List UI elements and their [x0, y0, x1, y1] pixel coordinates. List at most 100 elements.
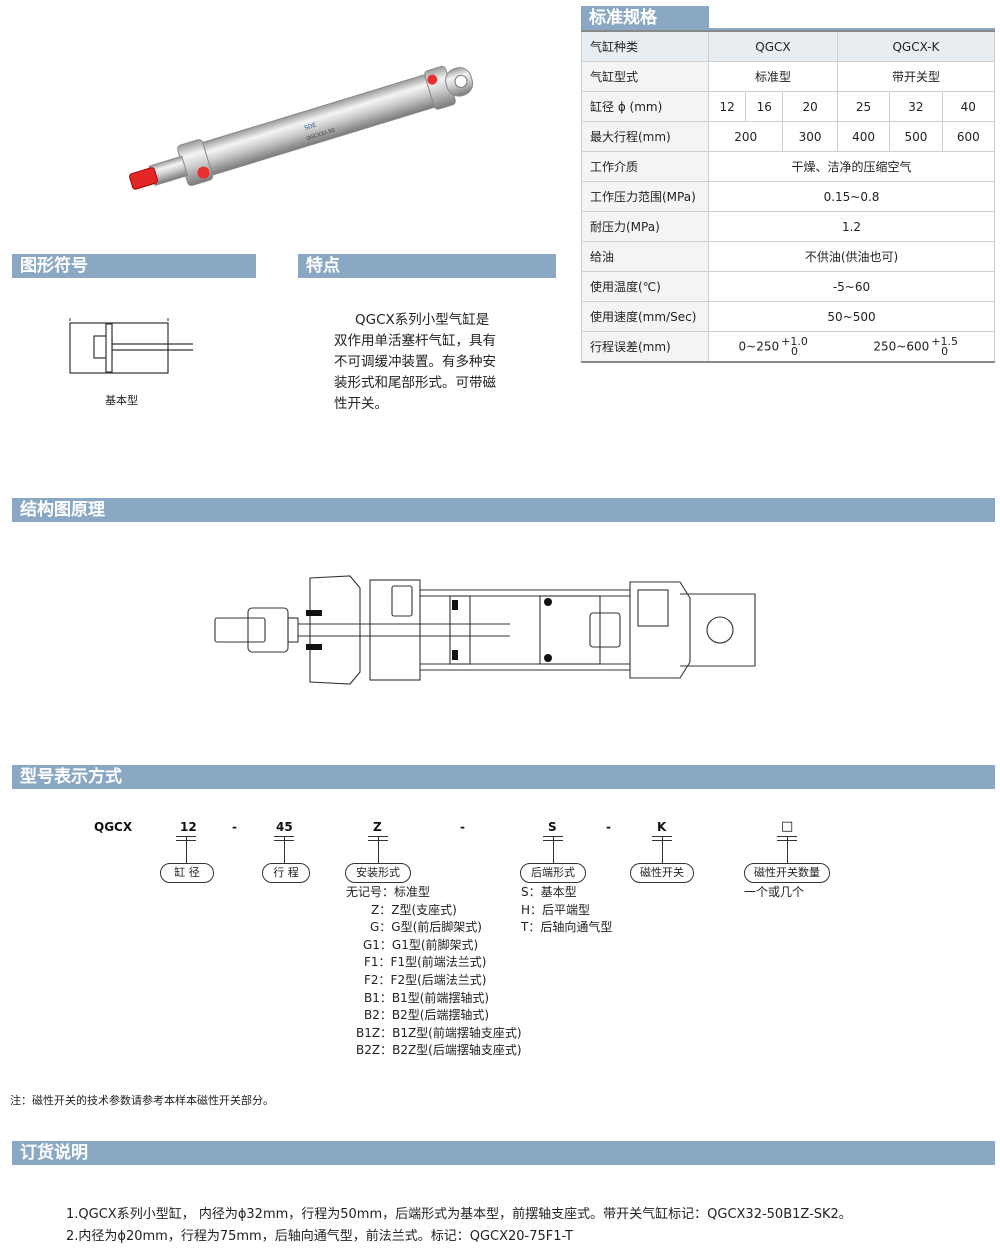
section-header-order: 订货说明 [12, 1141, 995, 1165]
error-range: 250~600 [873, 339, 930, 353]
code-rear: S [548, 820, 557, 834]
mount-option: G1：G1型(前脚架式) [363, 937, 479, 952]
mount-option: 无记号：标准型 [346, 885, 431, 899]
order-line: 2.内径为ϕ20mm，行程为75mm，后轴向通气型，前法兰式。标记：QGCX20… [66, 1229, 573, 1244]
code-switch: K [657, 820, 667, 834]
spec-row-bore: 缸径 ϕ (mm) 12 16 20 25 32 40 [581, 91, 996, 122]
spec-row-pressure: 工作压力范围(MPa) 0.15~0.8 [581, 181, 995, 212]
mount-option: F2：F2型(后端法兰式) [364, 972, 487, 987]
section-title: 标准规格 [589, 8, 657, 28]
section-header-line [581, 28, 995, 30]
mount-option: G：G型(前后脚架式) [370, 920, 482, 935]
code-connector [662, 836, 663, 864]
switch-note: 注：磁性开关的技术参数请参考本样本磁性开关部分。 [10, 1094, 274, 1107]
rear-option: S：基本型 [521, 885, 577, 899]
section-header-spec: 标准规格 [581, 6, 709, 30]
mount-option: B1Z：B1Z型(前端摆轴支座式) [356, 1025, 522, 1040]
cell-stroke: 400 [836, 121, 891, 152]
order-instructions: 1.QGCX系列小型缸， 内径为ϕ32mm，行程为50mm，后端形式为基本型，前… [66, 1204, 852, 1248]
cell-bore: 40 [941, 91, 996, 122]
cell-label: 给油 [581, 241, 709, 272]
label-stroke: 行 程 [262, 863, 310, 883]
rear-option: T：后轴向通气型 [521, 920, 613, 935]
section-title: 特点 [306, 256, 340, 276]
code-connector [553, 836, 554, 864]
section-header-symbol: 图形符号 [12, 254, 256, 278]
code-prefix: QGCX [94, 820, 133, 834]
cell-bore: 32 [889, 91, 943, 122]
features-line: QGCX系列小型气缸是 [355, 312, 490, 328]
code-connector [186, 836, 187, 864]
section-title: 结构图原理 [20, 500, 105, 520]
cell-value: 0.15~0.8 [708, 181, 995, 212]
cell-value: 不供油(供油也可) [708, 241, 995, 272]
section-header-structure: 结构图原理 [12, 498, 995, 522]
spec-row-proof: 耐压力(MPa) 1.2 [581, 211, 995, 242]
symbol-caption: 基本型 [105, 394, 138, 407]
cell-stroke: 200 [707, 121, 784, 152]
code-dash: - [606, 820, 611, 834]
cell-value: 1.2 [708, 211, 995, 242]
cell-label: 缸径 ϕ (mm) [581, 91, 709, 122]
cell-label: 气缸种类 [581, 30, 709, 62]
tol-up: +1.0 [781, 334, 808, 348]
cell-bore: 16 [745, 91, 784, 122]
order-line: 1.QGCX系列小型缸， 内径为ϕ32mm，行程为50mm，后端形式为基本型，前… [66, 1207, 852, 1222]
label-rear: 后端形式 [520, 863, 586, 883]
section-header-model: 型号表示方式 [12, 765, 995, 789]
rear-option: H：后平端型 [521, 902, 591, 917]
spec-table: 气缸种类 QGCX QGCX-K 气缸型式 标准型 带开关型 缸径 ϕ (mm)… [581, 30, 996, 363]
code-stroke: 45 [276, 820, 293, 834]
spec-row-type: 气缸种类 QGCX QGCX-K [581, 30, 996, 62]
cell-type-b: QGCX-K [836, 30, 996, 62]
mount-option: F1：F1型(前端法兰式) [364, 955, 487, 970]
mount-option: B2Z：B2Z型(后端摆轴支座式) [356, 1043, 522, 1058]
cell-label: 使用速度(mm/Sec) [581, 301, 709, 332]
rear-options: S：基本型 H：后平端型 T：后轴向通气型 [521, 884, 612, 937]
cell-stroke: 300 [782, 121, 838, 152]
mount-option: Z：Z型(支座式) [371, 902, 457, 917]
features-line: 性开关。 [334, 396, 388, 412]
code-mount: Z [373, 820, 382, 834]
features-text: QGCX系列小型气缸是 双作用单活塞杆气缸，具有 不可调缓冲装置。有多种安 装形… [334, 310, 496, 415]
code-connector [787, 836, 788, 864]
spec-row-temp: 使用温度(℃) -5~60 [581, 271, 995, 302]
cell-value: 干燥、洁净的压缩空气 [708, 151, 995, 182]
cell-label: 行程误差(mm) [581, 331, 709, 363]
cell-bore: 25 [836, 91, 891, 122]
spec-row-oil: 给油 不供油(供油也可) [581, 241, 995, 272]
section-header-features: 特点 [298, 254, 556, 278]
count-note: 一个或几个 [744, 885, 805, 899]
tol-up: +1.5 [931, 334, 958, 348]
code-connector [284, 836, 285, 864]
features-line: 不可调缓冲装置。有多种安 [334, 354, 496, 370]
label-bore: 缸 径 [160, 863, 214, 883]
mount-option: B1：B1型(前端摆轴式) [364, 990, 490, 1005]
brand-mark: SDE [304, 122, 318, 132]
mount-option: B2：B2型(后端摆轴式) [364, 1008, 490, 1023]
spec-row-speed: 使用速度(mm/Sec) 50~500 [581, 301, 995, 332]
cell-value: -5~60 [708, 271, 995, 302]
cell-label: 使用温度(℃) [581, 271, 709, 302]
features-line: 装形式和尾部形式。可带磁 [334, 375, 496, 391]
cylinder-product-image: SDE QGCX32-50 [129, 65, 474, 190]
cell-value: 50~500 [708, 301, 995, 332]
code-dash: - [460, 820, 465, 834]
cell-label: 工作介质 [581, 151, 709, 182]
spec-row-form: 气缸型式 标准型 带开关型 [581, 61, 996, 92]
label-mount: 安装形式 [345, 863, 411, 883]
cell-label: 气缸型式 [581, 61, 709, 92]
label-count: 磁性开关数量 [744, 863, 830, 883]
section-title: 订货说明 [20, 1143, 88, 1163]
code-bore: 12 [180, 820, 197, 834]
cell-form-a: 标准型 [708, 61, 838, 92]
code-count: □ [781, 819, 794, 834]
cell-form-b: 带开关型 [836, 61, 996, 92]
cell-label: 耐压力(MPa) [581, 211, 709, 242]
error-range: 0~250 [738, 339, 780, 353]
cell-bore: 20 [782, 91, 838, 122]
cell-label: 最大行程(mm) [581, 121, 709, 152]
cell-stroke: 600 [941, 121, 996, 152]
